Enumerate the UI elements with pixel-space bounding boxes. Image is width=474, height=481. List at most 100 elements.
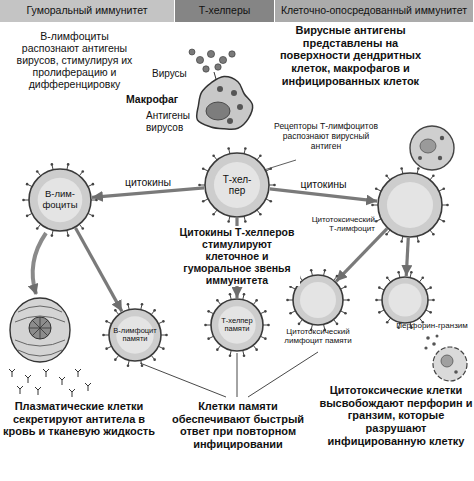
virus-particle xyxy=(207,50,214,57)
memory-cell: Т-хелпер памяти xyxy=(210,298,264,352)
virus-particle xyxy=(189,49,235,72)
differentiation-arrow xyxy=(33,233,46,294)
infected-cell xyxy=(418,156,422,160)
receptor-tip xyxy=(92,215,95,218)
receptor-tip xyxy=(51,163,54,166)
plasma-cell xyxy=(29,317,51,339)
target-cell xyxy=(433,347,467,381)
receptor-spikes xyxy=(204,293,270,357)
cell-cytoplasm xyxy=(388,283,421,316)
receptor-tip xyxy=(243,293,246,296)
receptor-tip xyxy=(26,183,29,186)
memory-bracket xyxy=(140,363,226,397)
receptor-tip xyxy=(95,199,98,202)
receptor-spikes xyxy=(375,271,435,329)
header-text: Т-хелперы xyxy=(199,5,251,17)
receptor-tip xyxy=(386,321,389,324)
receptor-leader-line xyxy=(264,160,296,170)
cell-name: Цитотоксический лимфоцит памяти xyxy=(280,328,356,346)
macrophage-cell-outline xyxy=(190,72,258,138)
receptor-tip xyxy=(229,354,232,357)
infected-cell xyxy=(410,126,454,170)
receptor-tip xyxy=(202,167,205,170)
cell-membrane xyxy=(211,299,263,351)
receptor-tip xyxy=(371,204,374,207)
receptor-spikes xyxy=(22,163,98,237)
b-lymphocyte-cell: В-лим-фоциты xyxy=(28,168,92,232)
arrow-connector xyxy=(336,229,387,282)
cell-name: Т-хел-пер xyxy=(217,174,257,196)
receptor-tip xyxy=(264,337,267,340)
memory-bracket xyxy=(140,352,318,397)
cell-cytoplasm xyxy=(300,282,336,318)
receptor-tip xyxy=(51,234,54,237)
receptor-tip xyxy=(429,311,432,314)
cell-name: Перфорин-гранзим xyxy=(395,322,469,331)
cell-name: Т-хелпер памяти xyxy=(213,317,261,334)
receptor-tip xyxy=(141,303,144,306)
antibody xyxy=(69,389,75,397)
edge-label: цитокины xyxy=(300,178,346,190)
virus-particle xyxy=(203,66,209,72)
antibody xyxy=(85,383,91,391)
receptor-tip xyxy=(410,271,413,274)
cell-nucleus xyxy=(206,102,230,120)
target-cell xyxy=(433,347,467,381)
receptor-tip xyxy=(289,312,292,315)
cell-membrane xyxy=(205,153,269,217)
cell-name: В-лимфоцит памяти xyxy=(111,327,159,344)
receptor-tip xyxy=(114,309,117,312)
part-label: Вирусы xyxy=(152,68,202,80)
plasma-cell xyxy=(29,317,51,339)
viral-antigen xyxy=(237,104,243,110)
receptor-tip xyxy=(81,227,84,230)
receptor-tip xyxy=(378,286,381,289)
antibody xyxy=(75,369,81,377)
receptor-tip xyxy=(386,276,389,279)
receptor-tip xyxy=(216,348,219,351)
antibody xyxy=(9,369,91,397)
virus-particle xyxy=(219,56,226,63)
receptor-tip xyxy=(259,213,262,216)
antibody xyxy=(17,386,23,394)
summary-note: Плазматические клетки секретируют антите… xyxy=(0,400,158,438)
antibody xyxy=(59,377,65,385)
virus-particle xyxy=(215,64,221,70)
infected-cell xyxy=(420,139,436,153)
viral-antigen xyxy=(227,118,233,124)
viral-antigen xyxy=(231,90,237,96)
description-note: Рецепторы Т-лимфоцитов распознают вирусн… xyxy=(272,122,380,151)
receptor-tip xyxy=(227,220,230,223)
receptor-tip xyxy=(347,299,350,302)
receptor-tip xyxy=(336,275,339,278)
differentiation-arrow xyxy=(33,233,46,294)
receptor-tip xyxy=(400,167,403,170)
receptor-tip xyxy=(212,154,215,157)
granzyme-granule xyxy=(436,335,439,338)
arrow-connector xyxy=(92,188,204,198)
arrow-connector xyxy=(270,189,377,201)
antibody xyxy=(43,369,49,377)
granzyme-granule xyxy=(424,346,427,349)
receptor-tip xyxy=(255,299,258,302)
receptor-spikes xyxy=(102,303,168,367)
infected-cell xyxy=(440,136,444,140)
receptor-tip xyxy=(105,347,108,350)
receptor-tip xyxy=(216,299,219,302)
target-cell xyxy=(454,370,458,374)
receptor-tip xyxy=(442,220,445,223)
receptor-tip xyxy=(273,184,276,187)
edge-label: цитокины xyxy=(125,176,171,188)
receptor-tip xyxy=(432,233,435,236)
antibody xyxy=(25,375,31,383)
receptor-tip xyxy=(385,174,388,177)
receptor-tip xyxy=(417,240,420,243)
receptor-tip xyxy=(286,299,289,302)
receptor-tip xyxy=(432,299,435,302)
infected-cell xyxy=(410,126,454,170)
plasma-cell xyxy=(10,298,70,362)
receptor-tip xyxy=(204,324,207,327)
receptor-tip xyxy=(202,200,205,203)
viral-antigen xyxy=(217,86,223,92)
